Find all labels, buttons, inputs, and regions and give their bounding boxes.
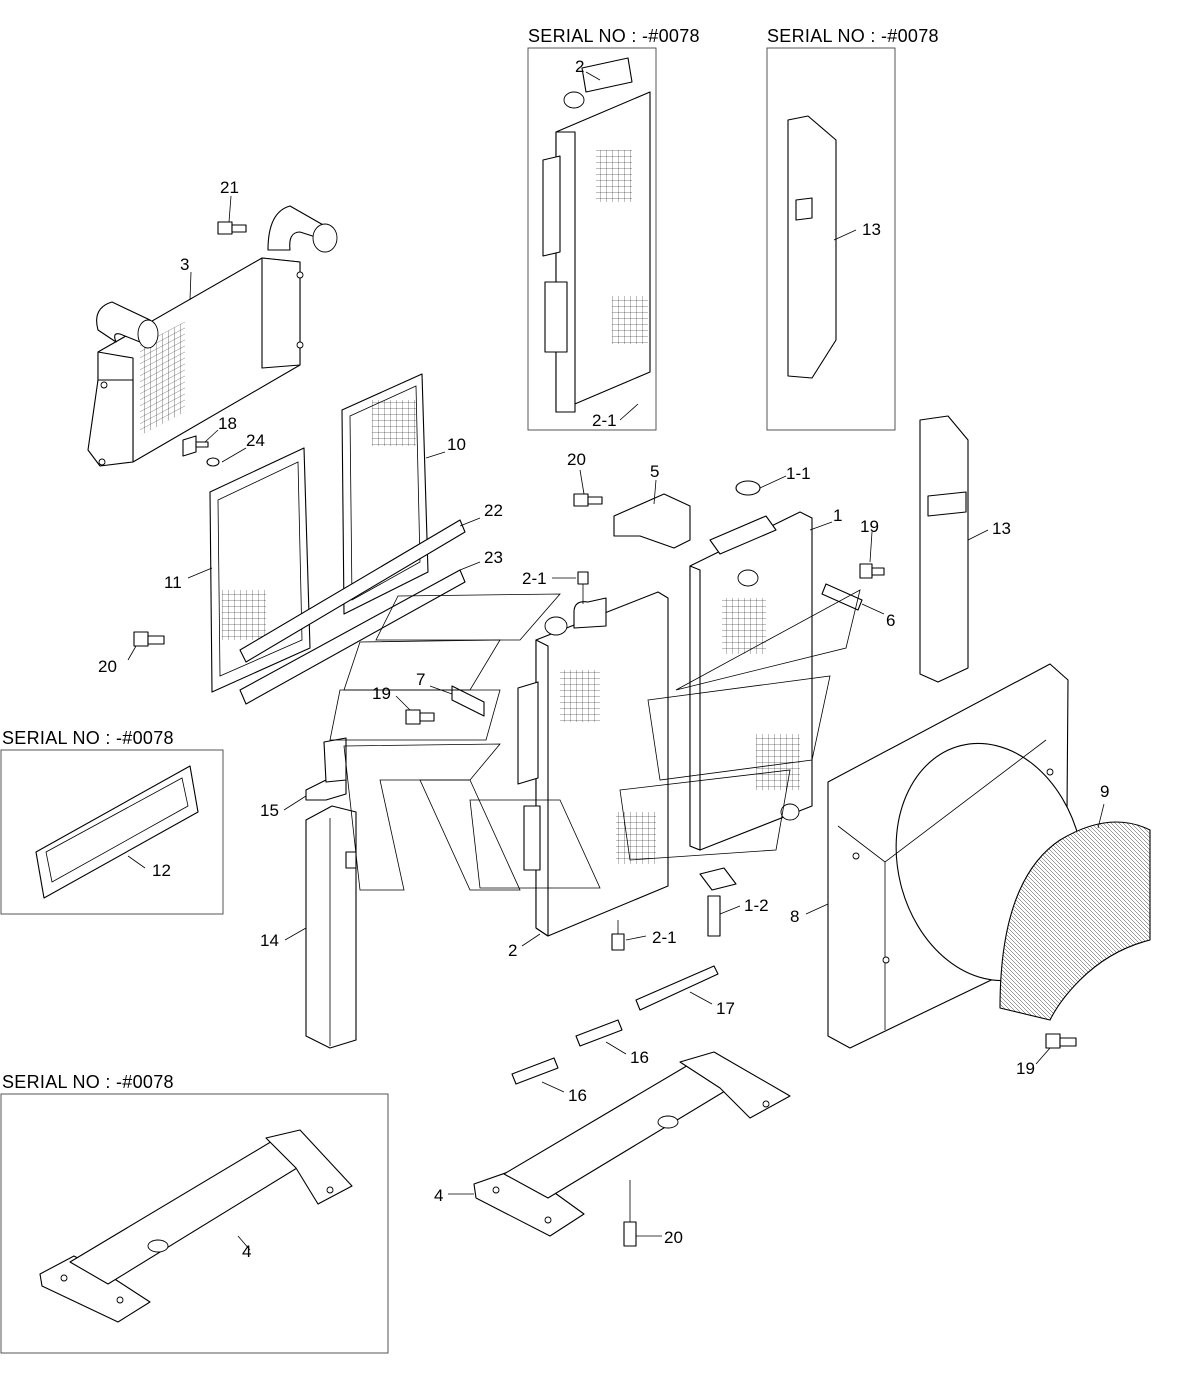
callout-18: 18 [218, 414, 237, 433]
strip-23 [239, 569, 466, 705]
callout-7: 7 [416, 670, 425, 689]
bolt-2-1-bottom [611, 920, 625, 951]
serial-label-top-left: SERIAL NO : -#0078 [528, 26, 700, 46]
pad-16-lower [511, 1057, 559, 1085]
serial-label-bottom-left: SERIAL NO : -#0078 [2, 1072, 174, 1092]
fan-guard-9 [999, 821, 1151, 1021]
callout-24: 24 [246, 431, 265, 450]
drain-1-2 [699, 867, 737, 937]
bolt-20-left [133, 631, 165, 647]
callout-16-lower: 16 [568, 1086, 587, 1105]
callout-12: 12 [152, 861, 171, 880]
callout-19-left: 19 [372, 684, 391, 703]
serial-label-top-right: SERIAL NO : -#0078 [767, 26, 939, 46]
callout-6: 6 [886, 611, 895, 630]
bracket-5 [613, 493, 691, 549]
radiator-2 [517, 591, 669, 937]
callout-4: 4 [434, 1186, 443, 1205]
base-4-detail [39, 1129, 353, 1323]
bracket-12 [35, 765, 199, 899]
serial-label-mid-left: SERIAL NO : -#0078 [2, 728, 174, 748]
callout-3: 3 [180, 255, 189, 274]
wing-bolt-18 [182, 435, 209, 457]
phantom-outline [329, 589, 861, 891]
base-4 [473, 1051, 791, 1237]
leader-lines [127, 71, 1105, 1251]
callout-19-bottom: 19 [1016, 1059, 1035, 1078]
callout-21: 21 [220, 178, 239, 197]
bracket-6 [821, 583, 863, 611]
pad-16-upper [575, 1019, 623, 1047]
pad-17 [635, 965, 719, 1011]
bracket-7 [451, 685, 485, 717]
screen-11 [209, 447, 311, 693]
radiator-1 [689, 480, 813, 851]
callout-19-right: 19 [860, 517, 879, 536]
air-guide-13 [919, 415, 969, 683]
cover-14 [305, 805, 357, 1049]
callout-17: 17 [716, 999, 735, 1018]
bolt-21 [217, 221, 247, 235]
intercooler-part [87, 205, 338, 467]
bolt-2-1-top [577, 571, 589, 604]
bolt-19-left [405, 709, 435, 725]
callout-10: 10 [447, 435, 466, 454]
callout-2-top: 2 [575, 57, 584, 76]
callout-11: 11 [164, 573, 182, 592]
callout-16-upper: 16 [630, 1048, 649, 1067]
serial-box-base-detail [0, 1093, 389, 1354]
callout-5: 5 [650, 462, 659, 481]
callout-13: 13 [992, 519, 1011, 538]
callout-23: 23 [484, 548, 503, 567]
washer-24 [206, 457, 220, 467]
air-guide-13-detail [787, 115, 837, 379]
callout-1-2: 1-2 [744, 896, 769, 915]
callout-1: 1 [833, 506, 842, 525]
callout-20-left: 20 [98, 657, 117, 676]
callout-2-1-top: 2-1 [592, 411, 617, 430]
callout-20-base: 20 [664, 1228, 683, 1247]
strip-22 [239, 519, 466, 663]
bolt-20-top [573, 493, 603, 507]
callout-4-detail: 4 [242, 1242, 251, 1261]
callout-22: 22 [484, 501, 503, 520]
bolt-20-base [623, 1180, 637, 1247]
serial-box-radiator-detail [527, 47, 657, 431]
callout-8: 8 [790, 907, 799, 926]
radiator-detail-2 [542, 57, 651, 413]
callout-13-detail: 13 [862, 220, 881, 239]
serial-box-air-guide-detail [766, 47, 896, 431]
bolt-19-bottom [1045, 1033, 1077, 1049]
callout-1-1: 1-1 [786, 464, 811, 483]
callout-14: 14 [260, 931, 279, 950]
serial-box-bracket-detail [0, 749, 224, 915]
callout-2-1-a: 2-1 [522, 569, 547, 588]
bolt-19-right [859, 563, 885, 579]
callout-2: 2 [508, 941, 517, 960]
callout-9: 9 [1100, 782, 1109, 801]
callout-2-1-b: 2-1 [652, 928, 677, 947]
callout-20-top: 20 [567, 450, 586, 469]
cover-15 [305, 737, 347, 801]
callout-15: 15 [260, 801, 279, 820]
